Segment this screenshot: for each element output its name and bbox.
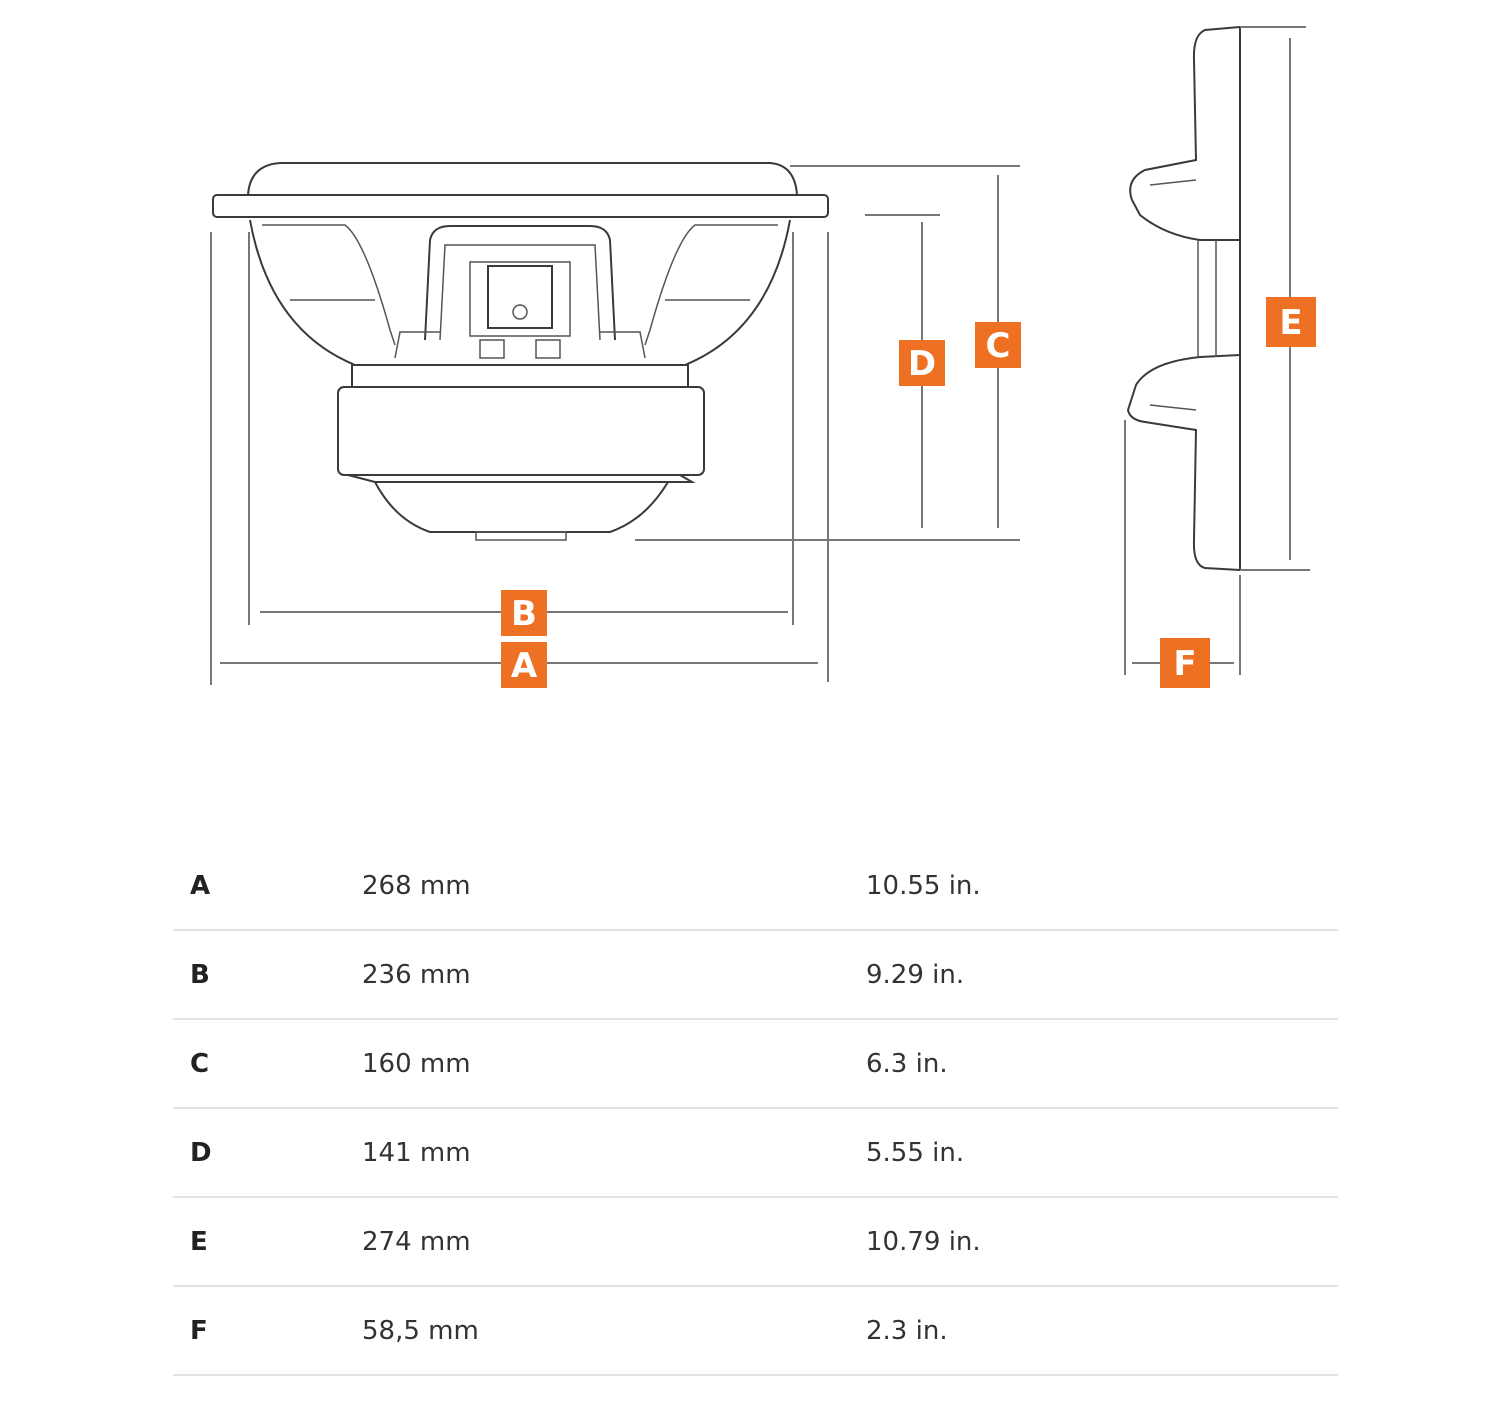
value-mm: 274 mm xyxy=(362,1227,471,1257)
table-row: B 236 mm 9.29 in. xyxy=(173,931,1338,1020)
value-in: 10.55 in. xyxy=(866,871,981,901)
dimension-letter: D xyxy=(190,1138,212,1168)
label-b: B xyxy=(501,590,547,636)
table-row: F 58,5 mm 2.3 in. xyxy=(173,1287,1338,1376)
value-mm: 160 mm xyxy=(362,1049,471,1079)
label-e-text: E xyxy=(1279,303,1302,343)
label-d-text: D xyxy=(908,344,936,384)
table-row: E 274 mm 10.79 in. xyxy=(173,1198,1338,1287)
label-e: E xyxy=(1266,297,1316,347)
label-a: A xyxy=(501,642,547,688)
table-row: A 268 mm 10.55 in. xyxy=(173,842,1338,931)
label-b-text: B xyxy=(511,594,537,634)
label-f-text: F xyxy=(1173,644,1196,684)
value-in: 6.3 in. xyxy=(866,1049,948,1079)
dimensions-table: A 268 mm 10.55 in. B 236 mm 9.29 in. C 160 mm… xyxy=(173,842,1338,1376)
table-row: C 160 mm 6.3 in. xyxy=(173,1020,1338,1109)
value-in: 9.29 in. xyxy=(866,960,965,990)
label-c: C xyxy=(975,322,1021,368)
value-in: 2.3 in. xyxy=(866,1316,948,1346)
value-mm: 141 mm xyxy=(362,1138,471,1168)
value-in: 10.79 in. xyxy=(866,1227,981,1257)
value-mm: 236 mm xyxy=(362,960,471,990)
speaker-front-view xyxy=(212,162,829,541)
dimension-lines xyxy=(210,26,1310,685)
label-d: D xyxy=(899,340,945,386)
label-f: F xyxy=(1160,638,1210,688)
speaker-dimension-drawing: B A D C E F xyxy=(210,26,1316,688)
label-c-text: C xyxy=(986,326,1011,366)
table-row: D 141 mm 5.55 in. xyxy=(173,1109,1338,1198)
dimension-letter: C xyxy=(190,1049,210,1079)
value-mm: 58,5 mm xyxy=(362,1316,479,1346)
dimension-letter: A xyxy=(190,871,211,901)
dimension-letter: E xyxy=(190,1227,208,1257)
value-in: 5.55 in. xyxy=(866,1138,965,1168)
label-a-text: A xyxy=(511,646,538,686)
dimension-letter: F xyxy=(190,1316,208,1346)
value-mm: 268 mm xyxy=(362,871,471,901)
speaker-side-view xyxy=(1126,26,1241,571)
dimension-letter: B xyxy=(190,960,210,990)
